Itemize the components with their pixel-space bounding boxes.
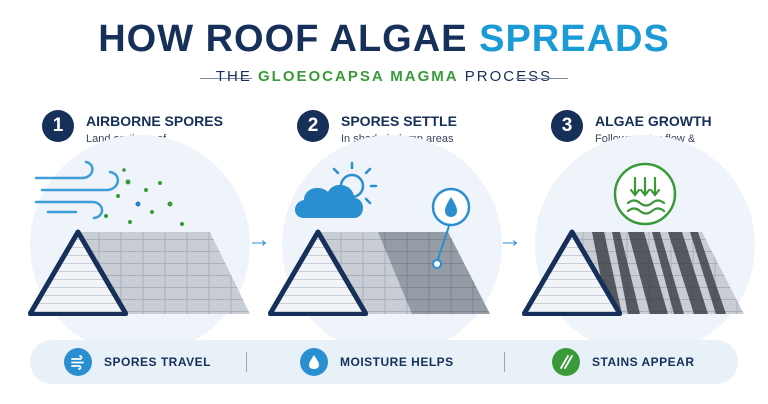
page-title: HOW ROOF ALGAE SPREADS (0, 18, 768, 61)
moisture-marker-icon (431, 187, 471, 269)
step-3-title: ALGAE GROWTH (595, 113, 712, 129)
subtitle-before: THE (215, 68, 252, 85)
summary-divider-1 (246, 352, 247, 372)
summary-label-1: SPORES TRAVEL (104, 355, 211, 369)
algae-streaks (592, 232, 726, 314)
wind-icon (64, 348, 92, 376)
water-flow-icon (613, 162, 677, 226)
subtitle-after: PROCESS (464, 68, 553, 85)
summary-item-spores-travel: SPORES TRAVEL (64, 340, 211, 384)
title-main: HOW ROOF ALGAE (98, 18, 468, 60)
step-2-number: 2 (297, 110, 329, 142)
sun-cloud-icon (295, 161, 378, 218)
step-1-number: 1 (42, 110, 74, 142)
step-1-title: AIRBORNE SPORES (86, 113, 223, 129)
arrow-2-icon: → (498, 226, 522, 253)
step-2-illustration (267, 161, 490, 316)
subtitle-rule-right (516, 78, 568, 79)
subtitle-rule-left (200, 78, 252, 79)
arrow-1-icon: → (247, 226, 271, 253)
step-3-number: 3 (551, 110, 583, 142)
summary-label-3: STAINS APPEAR (592, 355, 695, 369)
summary-bar: SPORES TRAVEL MOISTURE HELPS STAINS APPE… (30, 340, 738, 384)
wind-icon (34, 160, 119, 220)
step-1-illustration (27, 160, 250, 316)
streaks-icon (552, 348, 580, 376)
subtitle: THE GLOEOCAPSA MAGMA PROCESS (0, 68, 768, 85)
summary-item-moisture-helps: MOISTURE HELPS (300, 340, 454, 384)
title-accent: SPREADS (479, 18, 670, 60)
summary-divider-2 (504, 352, 505, 372)
summary-item-stains-appear: STAINS APPEAR (552, 340, 695, 384)
step-3-illustration (521, 162, 744, 316)
step-2-title: SPORES SETTLE (341, 113, 457, 129)
roof-1 (78, 232, 250, 314)
water-drop-icon (300, 348, 328, 376)
summary-label-2: MOISTURE HELPS (340, 355, 454, 369)
subtitle-row: THE GLOEOCAPSA MAGMA PROCESS (0, 68, 768, 88)
subtitle-accent: GLOEOCAPSA MAGMA (258, 68, 459, 85)
